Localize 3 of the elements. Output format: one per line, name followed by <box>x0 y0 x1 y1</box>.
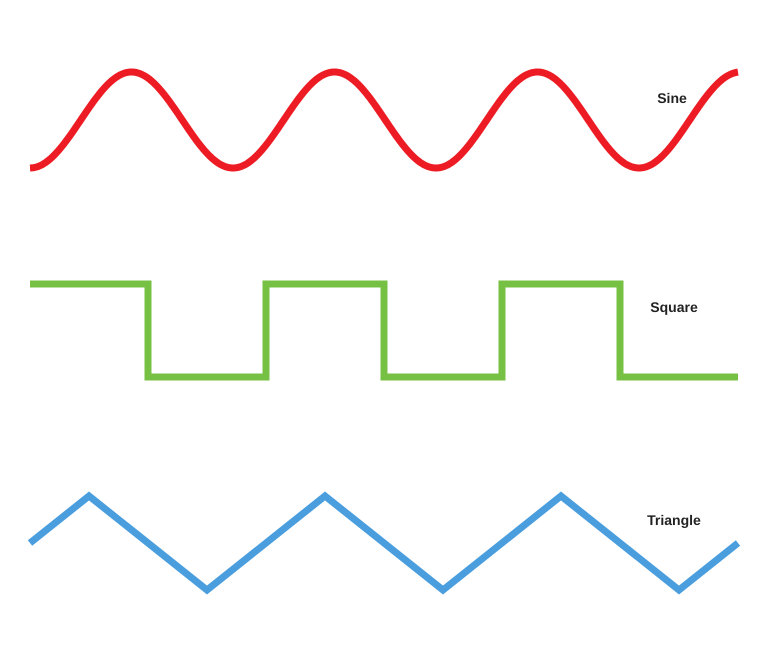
wave-label: Square <box>650 299 698 315</box>
wave-label: Sine <box>657 90 687 106</box>
wave-label: Triangle <box>647 512 701 528</box>
